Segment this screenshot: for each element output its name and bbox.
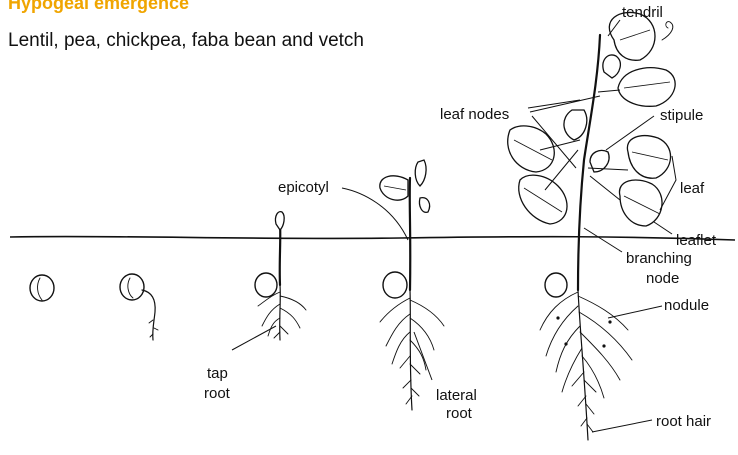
stage-2-germination (120, 274, 158, 340)
label-lateral-root-1: lateral (436, 387, 477, 404)
label-branching-node-2: node (646, 270, 679, 287)
nodule-leader (608, 306, 662, 318)
stage-4-epicotyl (380, 160, 444, 410)
leaflet-leader (654, 222, 672, 234)
label-epicotyl: epicotyl (278, 179, 329, 196)
stage-5-seedling (508, 12, 675, 440)
tap-root-leader (232, 326, 276, 350)
label-leaflet: leaflet (676, 232, 717, 249)
label-leaf: leaf (680, 180, 705, 197)
label-tap-root-1: tap (207, 365, 228, 382)
label-tap-root-2: root (204, 385, 231, 402)
stage-1-seed (30, 275, 54, 301)
label-tendril: tendril (622, 4, 663, 21)
label-lateral-root-2: root (446, 405, 473, 422)
soil-line (10, 237, 735, 240)
branching-node-leader (584, 228, 622, 252)
label-nodule: nodule (664, 297, 709, 314)
label-branching-node-1: branching (626, 250, 692, 267)
root-hair-leader (592, 420, 652, 432)
label-leaf-nodes: leaf nodes (440, 106, 509, 123)
label-stipule: stipule (660, 107, 703, 124)
label-root-hair: root hair (656, 413, 711, 430)
stage-3-shoot (255, 212, 306, 340)
